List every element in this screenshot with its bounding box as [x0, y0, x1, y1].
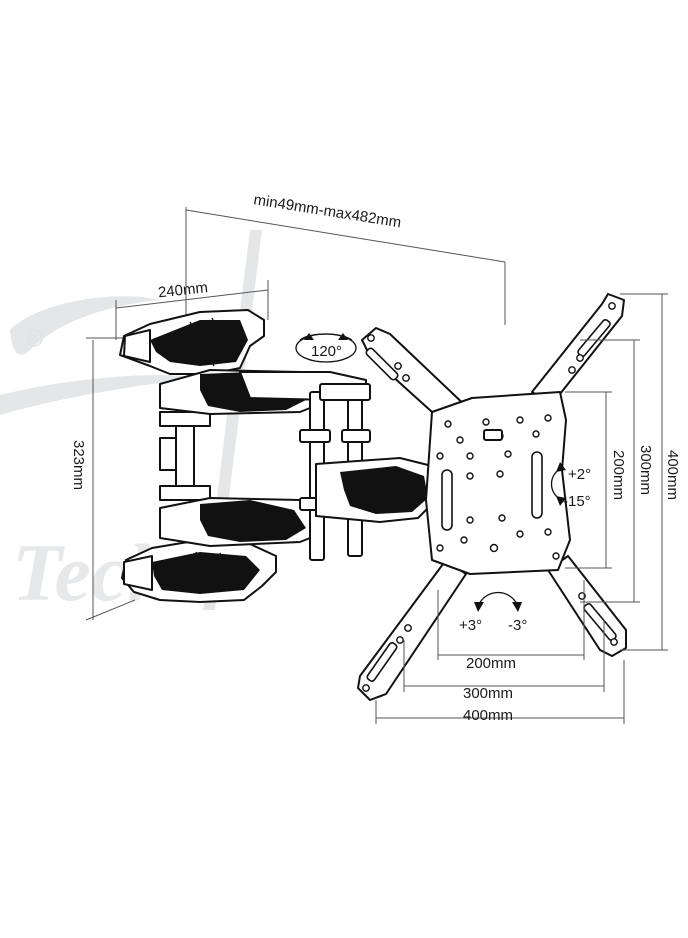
level-minus-label: -3° [508, 617, 527, 634]
tilt-up-label: +2° [568, 466, 591, 483]
tilt-indicator: +2° -15° [550, 462, 591, 510]
wall-plate-upper [119, 309, 265, 375]
vesa-horizontal-200-label: 200mm [466, 655, 516, 672]
swivel-indicator: 120° [295, 333, 357, 363]
tilt-down-label: -15° [563, 493, 591, 510]
wall-plate-height-label: 323mm [70, 440, 87, 490]
vesa-vertical-300-label: 300mm [637, 445, 654, 495]
vesa-plate [357, 293, 627, 701]
wall-plate-lower [121, 539, 277, 603]
vesa-vertical-400-label: 400mm [664, 450, 681, 500]
watermark-registered-mark: ® [28, 334, 36, 346]
level-indicator: +3° -3° [459, 591, 527, 634]
arm-forward [315, 457, 437, 523]
wall-uprights [159, 411, 211, 501]
vesa-horizontal-400-label: 400mm [463, 707, 513, 724]
wall-plate-width-label: 240mm [157, 279, 209, 301]
wall-plate-width-dimension: 240mm [115, 279, 269, 340]
vesa-vertical-200-label: 200mm [610, 450, 627, 500]
arm-lower [159, 497, 321, 547]
vesa-vertical-dimensions: 200mm 300mm 400mm [565, 293, 681, 651]
wall-plate-height-dimension: 323mm [70, 337, 136, 621]
level-plus-label: +3° [459, 617, 482, 634]
arm-extension-dimension: min49mm-max482mm [185, 191, 506, 330]
vesa-horizontal-300-label: 300mm [463, 685, 513, 702]
arm-extension-label: min49mm-max482mm [252, 191, 402, 231]
swivel-label: 120° [311, 343, 342, 360]
vesa-horizontal-dimensions: 200mm 300mm 400mm [375, 580, 625, 724]
